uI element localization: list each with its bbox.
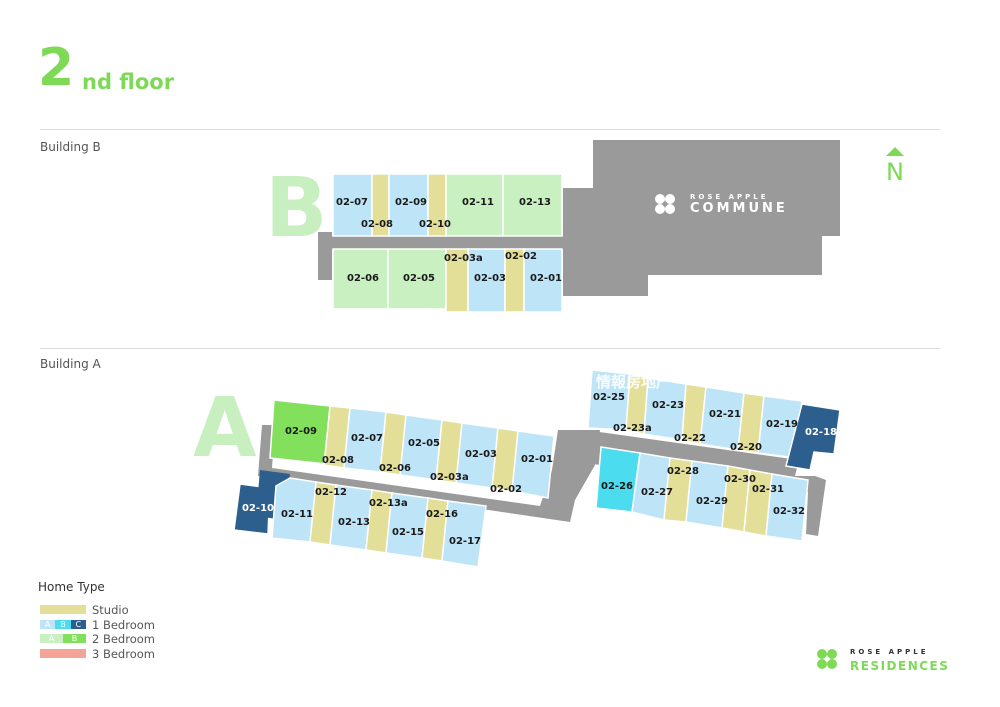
swatch-b: B: [63, 634, 86, 643]
unit-label: 02-17: [449, 536, 481, 547]
building-b-plan: 02-07 02-08 02-09 02-10 02-11 02-13 02-0…: [318, 140, 840, 313]
legend-title: Home Type: [38, 580, 105, 594]
unit-label: 02-09: [285, 426, 317, 437]
unit-label: 02-21: [709, 409, 741, 420]
unit-label: 02-05: [408, 438, 440, 449]
floor-suffix: nd floor: [82, 70, 175, 94]
unit-label: 02-10: [242, 503, 274, 514]
unit-label: 02-27: [641, 487, 673, 498]
unit-label: 02-06: [347, 273, 379, 284]
unit-label: 02-09: [395, 197, 427, 208]
legend-three-bed: 3 Bedroom: [40, 646, 155, 661]
legend-two-bed: A B 2 Bedroom: [40, 631, 155, 646]
unit-label: 02-26: [601, 481, 633, 492]
unit-label: 02-01: [530, 273, 562, 284]
commune-brand-main: COMMUNE: [690, 201, 788, 216]
unit-label: 02-31: [752, 484, 784, 495]
swatch-a: A: [40, 634, 63, 643]
unit-label: 02-05: [403, 273, 435, 284]
unit-label: 02-13a: [369, 498, 408, 509]
unit-label: 02-08: [361, 219, 393, 230]
divider-top: [40, 129, 940, 130]
north-letter: N: [886, 158, 904, 186]
studio-swatch: [40, 605, 86, 614]
legend-one-bed-label: 1 Bedroom: [92, 617, 155, 632]
divider-middle: [40, 348, 940, 349]
unit-label: 02-07: [336, 197, 368, 208]
unit-label: 02-32: [773, 506, 805, 517]
swatch-c: C: [70, 620, 86, 629]
unit[interactable]: [271, 477, 317, 543]
unit-label: 02-11: [462, 197, 494, 208]
commune-block: [563, 140, 840, 296]
corridor-b-end: [318, 232, 332, 280]
unit-label: 02-03a: [444, 253, 483, 264]
legend-three-bed-label: 3 Bedroom: [92, 646, 155, 661]
north-arrow-icon: [886, 147, 904, 156]
legend-studio: Studio: [40, 602, 129, 617]
unit-label: 02-23a: [613, 423, 652, 434]
building-a-plan: 02-09 02-08 02-07 02-06 02-05 02-03a 02-…: [233, 369, 841, 568]
unit-label: 02-29: [696, 496, 728, 507]
unit-label: 02-13: [338, 517, 370, 528]
corridor-b: [318, 236, 564, 250]
building-a-letter: A: [193, 381, 257, 476]
legend-one-bed: A B C 1 Bedroom: [40, 617, 155, 632]
unit[interactable]: [502, 173, 563, 237]
unit[interactable]: [523, 248, 563, 313]
unit[interactable]: [441, 500, 487, 568]
unit-label: 02-15: [392, 527, 424, 538]
unit-label: 02-03: [474, 273, 506, 284]
residences-flower-logo-icon: [817, 649, 837, 669]
two-bed-swatch: A B: [40, 634, 86, 643]
building-b-label: Building B: [40, 140, 101, 154]
commune-brand: ROSE APPLE COMMUNE: [690, 193, 788, 216]
unit-label: 02-03: [465, 449, 497, 460]
three-bed-swatch: [40, 649, 86, 658]
floor-number: 2: [38, 38, 75, 98]
unit-label: 02-06: [379, 463, 411, 474]
legend-two-bed-label: 2 Bedroom: [92, 631, 155, 646]
unit-label: 02-02: [505, 251, 537, 262]
unit[interactable]: [765, 473, 809, 542]
unit-label: 02-30: [724, 474, 756, 485]
unit[interactable]: [785, 403, 841, 471]
watermark: 情報房地产: [596, 373, 672, 391]
corridor-a-left: [258, 425, 600, 522]
unit-label: 02-19: [766, 419, 798, 430]
unit-label: 02-08: [322, 455, 354, 466]
unit-label: 02-03a: [430, 472, 469, 483]
unit-label: 02-23: [652, 400, 684, 411]
legend-studio-label: Studio: [92, 602, 129, 617]
unit-label: 02-11: [281, 509, 313, 520]
unit-label: 02-16: [426, 509, 458, 520]
unit-label: 02-13: [519, 197, 551, 208]
unit-label: 02-02: [490, 484, 522, 495]
building-a-label: Building A: [40, 357, 101, 371]
flower-logo-icon: [655, 194, 675, 214]
commune-brand-top: ROSE APPLE: [690, 193, 769, 201]
residences-brand-main: RESIDENCES: [850, 659, 950, 673]
residences-brand-top: ROSE APPLE: [850, 648, 929, 656]
one-bed-swatch: A B C: [40, 620, 86, 629]
north-compass: N: [884, 146, 906, 184]
unit-label: 02-07: [351, 433, 383, 444]
unit-label: 02-28: [667, 466, 699, 477]
swatch-a: A: [40, 620, 56, 629]
swatch-b: B: [55, 620, 71, 629]
unit-label: 02-18: [805, 427, 837, 438]
unit-label: 02-22: [674, 433, 706, 444]
unit-label: 02-12: [315, 487, 347, 498]
unit-label: 02-01: [521, 454, 553, 465]
unit-label: 02-20: [730, 442, 762, 453]
unit[interactable]: [511, 430, 555, 499]
unit-label: 02-25: [593, 392, 625, 403]
unit-label: 02-10: [419, 219, 451, 230]
building-b-letter: B: [265, 161, 328, 256]
